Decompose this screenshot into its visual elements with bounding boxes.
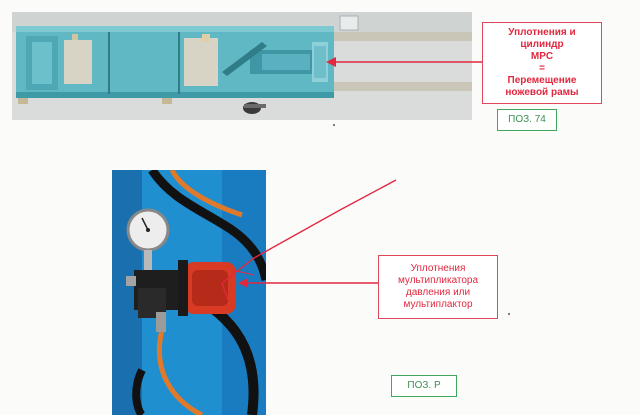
scan-dot	[508, 313, 510, 315]
callout-top-line-4: Перемещение	[507, 75, 577, 86]
scan-dot	[333, 124, 335, 126]
callout-top-line-3: =	[539, 63, 545, 74]
callout-bottom-line-3: давления или	[405, 287, 471, 298]
position-tag-74: ПОЗ. 74	[497, 109, 557, 131]
callout-top-line-2: MPC	[530, 51, 554, 62]
photo-pressure-multiplier	[112, 170, 266, 415]
callout-bottom-line-4: мультиплактор	[403, 299, 473, 310]
callout-bottom-line-2: мультипликатора	[397, 275, 479, 286]
photo-knife-frame-cylinder	[12, 12, 472, 120]
callout-multiplier-seals: Уплотнения мультипликатора давления или …	[378, 255, 498, 319]
callout-top-line-1: Уплотнения и цилиндр	[508, 27, 576, 50]
callout-top-line-5: ножевой рамы	[505, 87, 579, 98]
position-tag-p: ПОЗ. Р	[391, 375, 457, 397]
callout-cylinder-seals: Уплотнения и цилиндр MPC = Перемещение н…	[482, 22, 602, 104]
callout-bottom-line-1: Уплотнения	[410, 263, 466, 274]
